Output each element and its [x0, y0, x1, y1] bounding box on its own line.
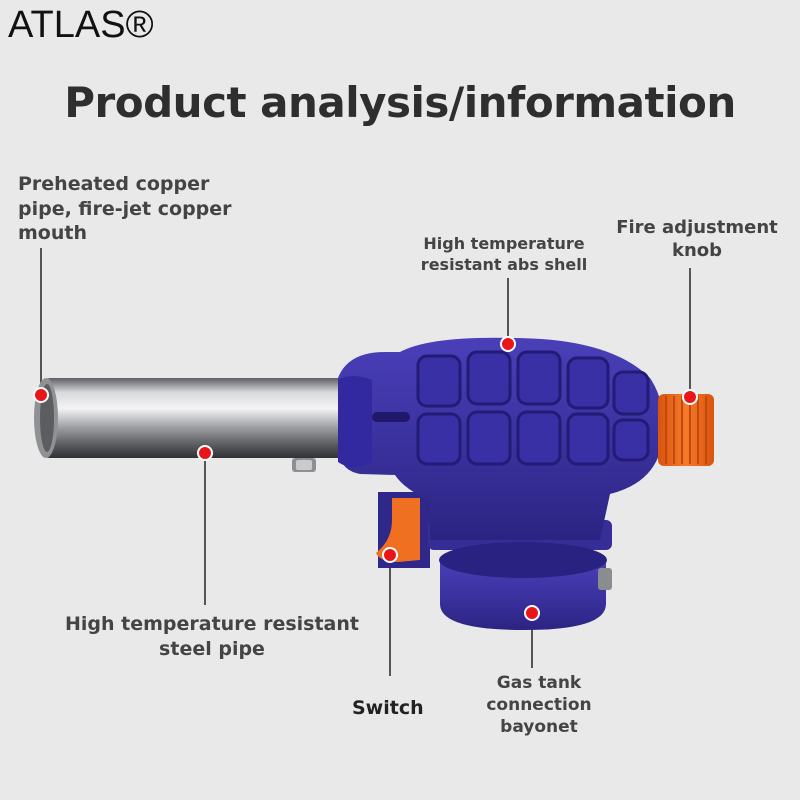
page-title: Product analysis/information [64, 78, 736, 127]
marker-steel-pipe [197, 445, 213, 461]
label-copper-pipe: Preheated copper pipe, fire-jet copper m… [18, 173, 232, 245]
marker-copper-mouth [33, 387, 49, 403]
abs-shell [338, 337, 664, 540]
trigger-switch [376, 498, 420, 562]
fire-adjustment-knob [658, 394, 714, 466]
label-bayonet: Gas tank connection bayonet [486, 673, 592, 738]
label-switch: Switch [352, 697, 424, 719]
label-fire-knob: Fire adjustment knob [616, 217, 778, 262]
label-abs-shell: High temperature resistant abs shell [420, 234, 588, 274]
marker-abs-shell [500, 336, 516, 352]
pipe-screw [292, 458, 316, 472]
label-steel-pipe: High temperature resistant steel pipe [65, 613, 359, 660]
marker-switch [382, 547, 398, 563]
marker-dots [33, 336, 698, 621]
steel-pipe [34, 378, 355, 458]
marker-fire-knob [682, 389, 698, 405]
brand-logo: ATLAS® [8, 4, 154, 46]
marker-bayonet [524, 605, 540, 621]
